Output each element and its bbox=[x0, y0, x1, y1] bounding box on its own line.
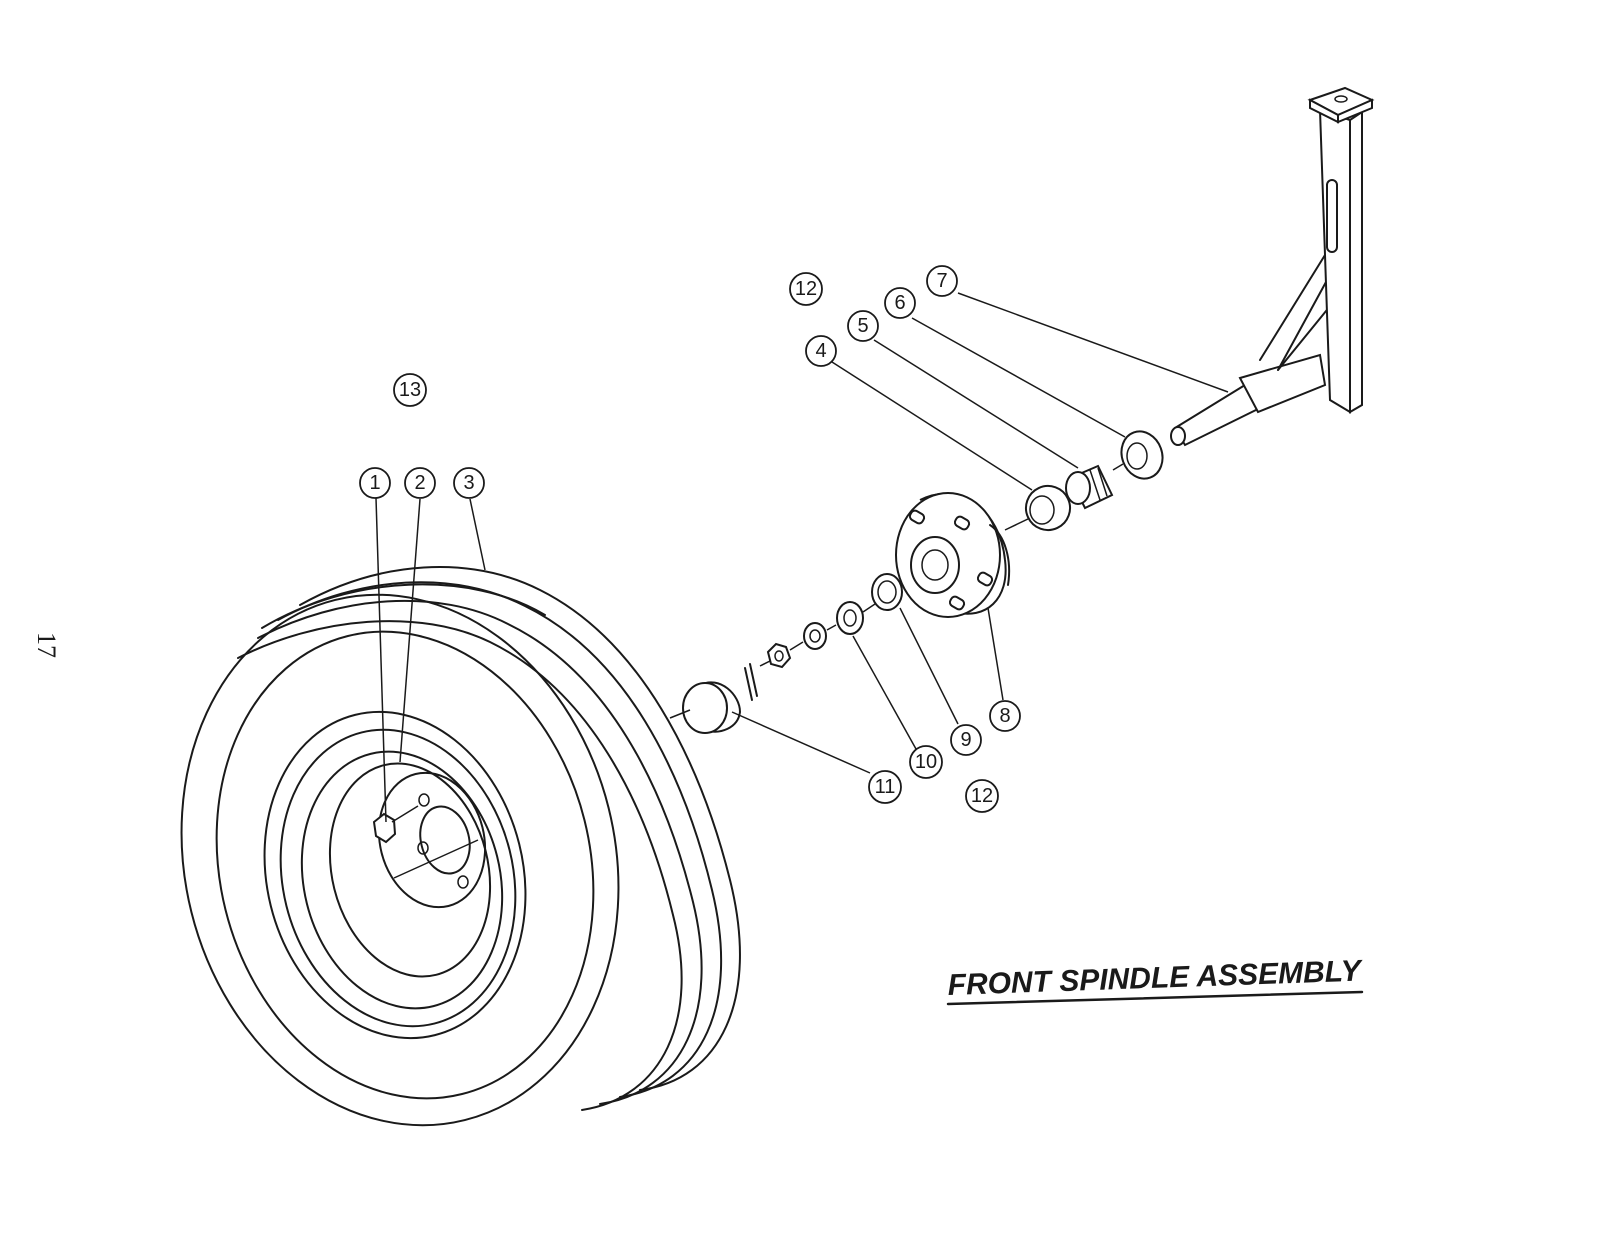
tire bbox=[180, 566, 741, 1127]
title-underline bbox=[946, 990, 1364, 1006]
leader-lines bbox=[375, 292, 1229, 823]
svg-text:12: 12 bbox=[795, 278, 817, 300]
svg-text:11: 11 bbox=[875, 776, 896, 798]
cotter-pin bbox=[744, 659, 773, 701]
svg-text:9: 9 bbox=[960, 729, 971, 751]
svg-text:4: 4 bbox=[815, 340, 826, 362]
callout-12-upper: 12 bbox=[789, 272, 823, 306]
outer-bearing-cone bbox=[836, 601, 876, 635]
callout-5: 5 bbox=[847, 310, 879, 342]
svg-text:2: 2 bbox=[414, 472, 425, 494]
callout-12-lower: 12 bbox=[965, 779, 999, 813]
outer-bearing-cup bbox=[871, 573, 913, 611]
callout-4: 4 bbox=[805, 335, 837, 367]
page-number: 17 bbox=[32, 632, 61, 658]
callout-13: 13 bbox=[393, 373, 427, 407]
callout-9: 9 bbox=[950, 724, 982, 756]
grease-seal bbox=[1120, 430, 1164, 480]
callout-1: 1 bbox=[359, 467, 391, 499]
callout-3: 3 bbox=[453, 467, 485, 499]
svg-text:5: 5 bbox=[857, 315, 868, 337]
callout-7: 7 bbox=[926, 265, 958, 297]
callout-2: 2 bbox=[404, 467, 436, 499]
spindle-nut bbox=[766, 642, 792, 669]
svg-text:10: 10 bbox=[915, 751, 937, 773]
svg-text:3: 3 bbox=[463, 472, 474, 494]
wheel-hub bbox=[895, 492, 1031, 618]
spindle-arm bbox=[1170, 86, 1375, 447]
svg-text:7: 7 bbox=[936, 270, 947, 292]
wheel-rim bbox=[263, 710, 527, 1040]
svg-text:13: 13 bbox=[399, 379, 421, 401]
inner-bearing-cup bbox=[1025, 485, 1071, 531]
callout-8: 8 bbox=[989, 700, 1021, 732]
callout-11: 11 bbox=[868, 770, 902, 804]
svg-text:12: 12 bbox=[971, 785, 993, 807]
svg-text:1: 1 bbox=[369, 472, 380, 494]
svg-text:6: 6 bbox=[894, 292, 905, 314]
callout-10: 10 bbox=[909, 745, 943, 779]
svg-text:8: 8 bbox=[999, 705, 1010, 727]
inner-bearing-cone bbox=[1065, 463, 1124, 510]
hub-cap bbox=[669, 681, 742, 734]
spindle-washer bbox=[789, 622, 837, 651]
callout-6: 6 bbox=[884, 287, 916, 319]
